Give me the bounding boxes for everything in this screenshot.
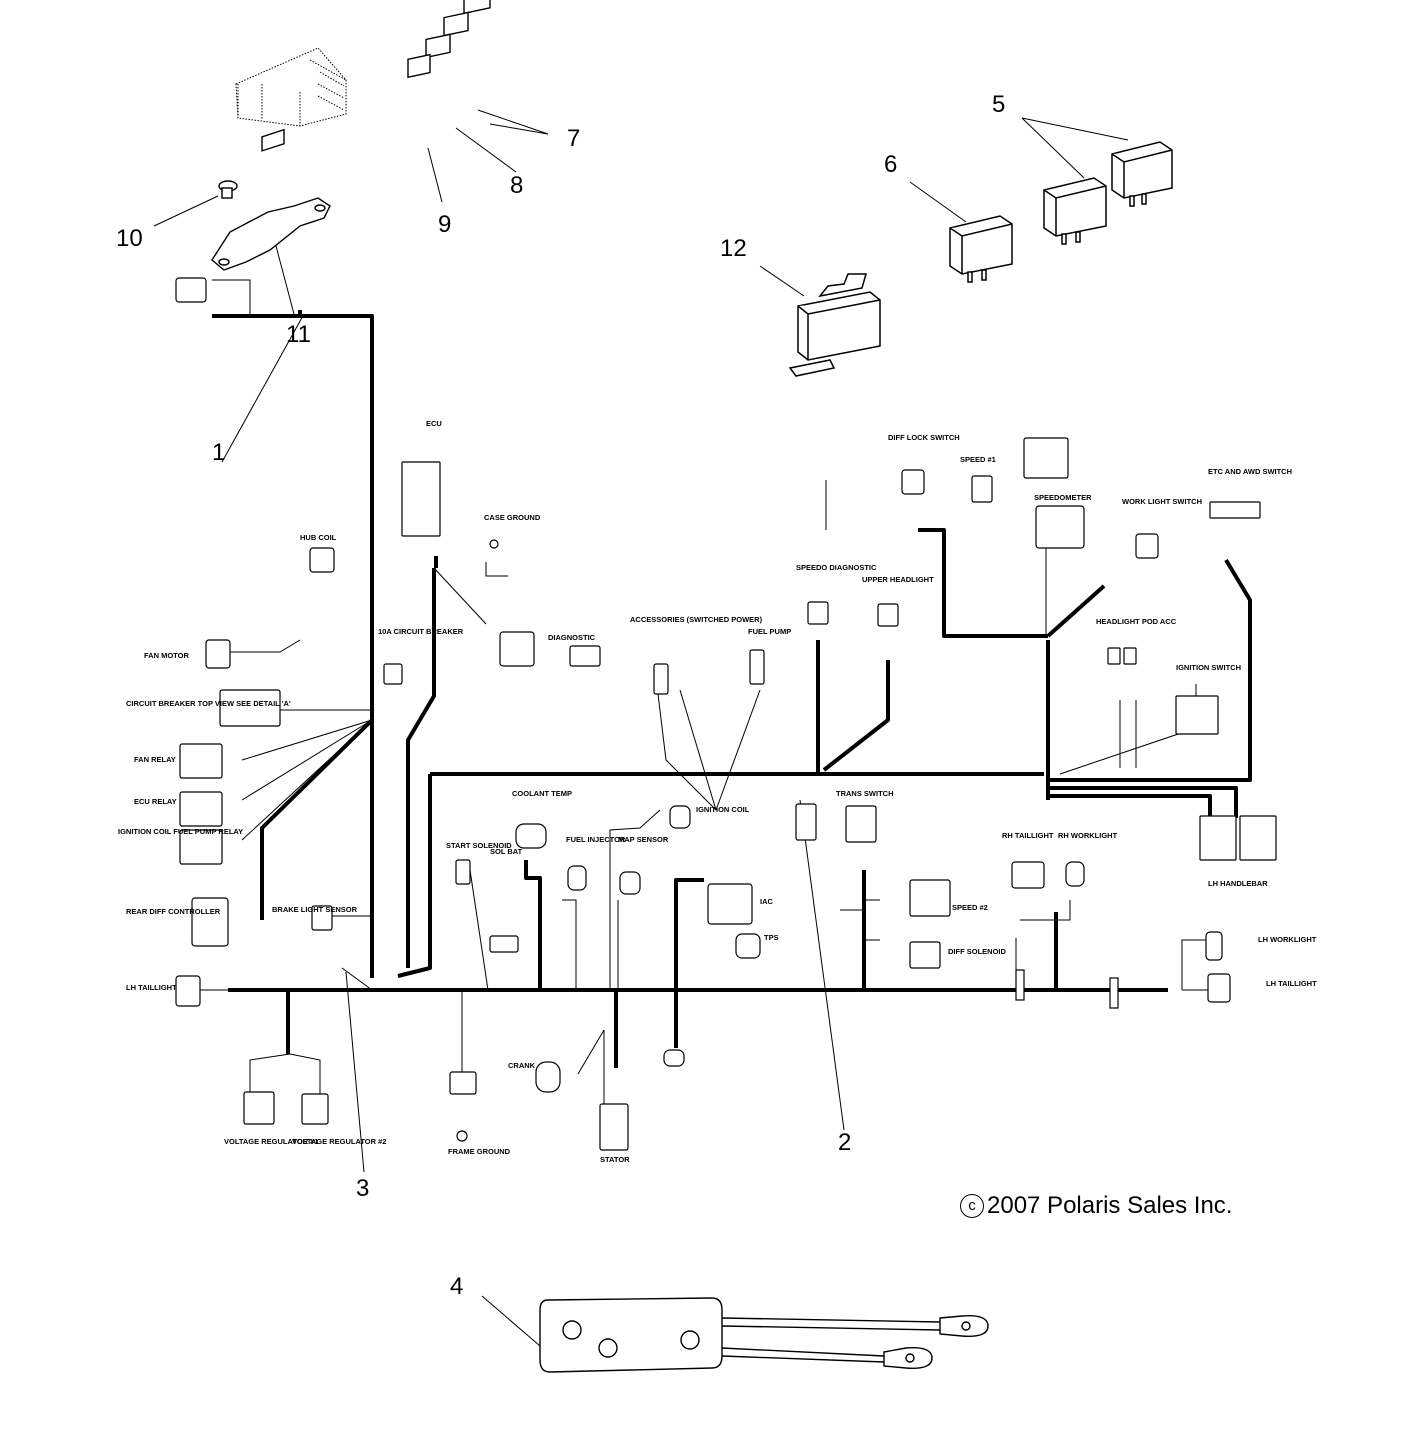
label-tps: TPS (764, 933, 779, 942)
label-brake-light: BRAKE LIGHT SENSOR (272, 905, 358, 914)
label-rh-worklight: RH WORKLIGHT (1058, 831, 1118, 840)
harness-labels: ECU HUB COIL FAN MOTOR 10A CIRCUIT BREAK… (118, 419, 1317, 1164)
label-fuel-injector: FUEL INJECTOR (566, 835, 626, 844)
ground-strap-part (539, 1297, 989, 1373)
main-relay-part (788, 273, 881, 377)
label-lh-handlebar: LH HANDLEBAR (1208, 879, 1268, 888)
label-ecu: ECU (426, 419, 442, 428)
callout-3: 3 (356, 1175, 369, 1202)
label-accessories: ACCESSORIES (SWITCHED POWER) (630, 615, 763, 624)
leader-lines-top-right (759, 117, 1129, 297)
label-trans-switch: TRANS SWITCH (836, 789, 894, 798)
bolt-part (218, 180, 238, 199)
label-voltage-reg-2: VOLTAGE REGULATOR #2 (292, 1137, 386, 1146)
label-fuel-pump-relay: IGNITION COIL FUEL PUMP RELAY (118, 827, 243, 836)
callout-8: 8 (510, 172, 523, 199)
label-rh-taillight: RH TAILLIGHT (1002, 831, 1054, 840)
label-lh-taillight-right: LH TAILLIGHT (1266, 979, 1317, 988)
callout-6: 6 (884, 151, 897, 178)
label-speedo-diag: SPEEDO DIAGNOSTIC (796, 563, 877, 572)
label-ignition-switch: IGNITION SWITCH (1176, 663, 1241, 672)
relay-part-group (949, 141, 1173, 283)
label-ignition-coil: IGNITION COIL (696, 805, 750, 814)
callout-1: 1 (212, 439, 225, 466)
label-sol-bat: SOL BAT (490, 847, 523, 856)
callout-10: 10 (116, 225, 143, 252)
label-lh-worklight: LH WORKLIGHT (1258, 935, 1317, 944)
leader-lines-top-left (153, 109, 549, 315)
label-headlight-pod: HEADLIGHT POD ACC (1096, 617, 1177, 626)
callout-11: 11 (286, 321, 311, 348)
callout-5: 5 (992, 91, 1005, 118)
label-stator: STATOR (600, 1155, 630, 1164)
label-lh-taillight-left: LH TAILLIGHT (126, 983, 177, 992)
callout-12: 12 (720, 235, 747, 262)
leader-lines-harness (221, 313, 845, 1347)
label-map-sensor: MAP SENSOR (618, 835, 669, 844)
bracket-part (211, 128, 331, 271)
label-case-ground: CASE GROUND (484, 513, 541, 522)
label-diff-lock: DIFF LOCK SWITCH (888, 433, 960, 442)
label-speed1: SPEED #1 (960, 455, 996, 464)
ecu-cover-part (235, 47, 347, 127)
label-crank: CRANK (508, 1061, 536, 1070)
copyright-text: 2007 Polaris Sales Inc. (987, 1192, 1233, 1219)
label-circuit-breaker: 10A CIRCUIT BREAKER (378, 627, 464, 636)
label-diff-solenoid: DIFF SOLENOID (948, 947, 1007, 956)
callout-9: 9 (438, 211, 451, 238)
label-ecu-relay: ECU RELAY (134, 797, 177, 806)
callout-2: 2 (838, 1129, 851, 1156)
label-rear-diff: REAR DIFF CONTROLLER (126, 907, 221, 916)
harness-thin-wires (198, 279, 1210, 1104)
label-circuit-breaker-view: CIRCUIT BREAKER TOP VIEW SEE DETAIL 'A' (126, 699, 291, 708)
label-start-solenoid: START SOLENOID (446, 841, 512, 850)
harness-trunks (212, 310, 1252, 1068)
label-coolant-temp: COOLANT TEMP (512, 789, 572, 798)
label-frame-ground: FRAME GROUND (448, 1147, 511, 1156)
callout-4: 4 (450, 1273, 463, 1300)
label-speed2: SPEED #2 (952, 903, 988, 912)
label-fan-relay: FAN RELAY (134, 755, 176, 764)
label-speedometer: SPEEDOMETER (1034, 493, 1092, 502)
copyright-symbol: c (960, 1194, 984, 1218)
harness-connectors (175, 277, 1277, 1151)
fuse-part-group (407, 0, 491, 79)
callout-7: 7 (567, 125, 580, 152)
label-hub-coil: HUB COIL (300, 533, 337, 542)
label-diagnostic: DIAGNOSTIC (548, 633, 596, 642)
label-upper-headlight: UPPER HEADLIGHT (862, 575, 934, 584)
label-etc-awd: ETC AND AWD SWITCH (1208, 467, 1292, 476)
label-fuel-pump: FUEL PUMP (748, 627, 791, 636)
label-work-light-switch: WORK LIGHT SWITCH (1122, 497, 1202, 506)
label-fan-motor: FAN MOTOR (144, 651, 189, 660)
label-iac: IAC (760, 897, 774, 906)
ground-terminals (456, 539, 499, 1142)
label-voltage-reg-1: VOLTAGE REGULATOR #1 (224, 1137, 318, 1146)
